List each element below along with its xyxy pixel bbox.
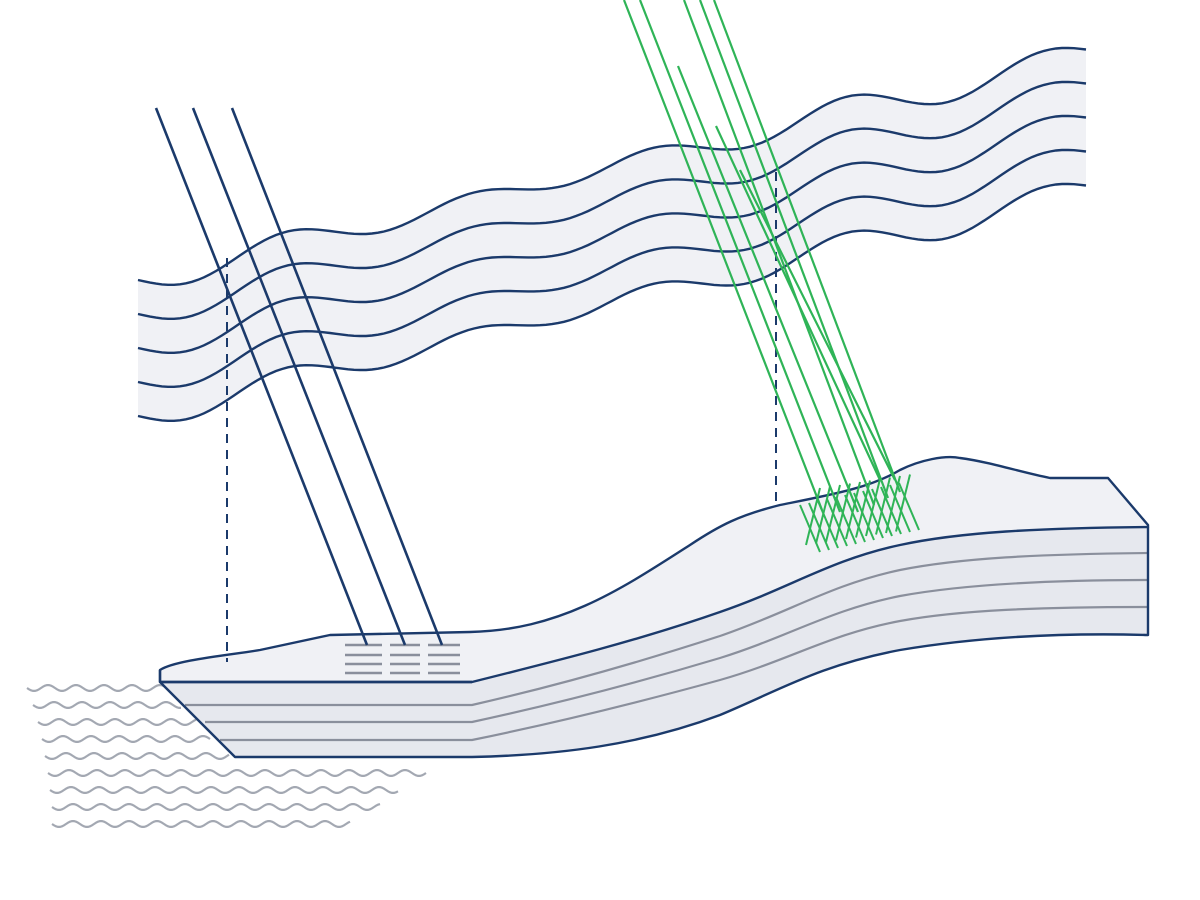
green-hatch-line bbox=[895, 474, 911, 532]
atmosphere-layer-line bbox=[137, 114, 1087, 354]
green-hatch-line bbox=[889, 484, 911, 533]
water-wave-line bbox=[49, 786, 399, 794]
atmosphere-band-fill bbox=[138, 48, 1086, 421]
atmosphere-layer-line bbox=[137, 46, 1087, 286]
green-beam bbox=[676, 65, 860, 513]
green-hatch-line bbox=[825, 484, 841, 543]
green-beam bbox=[715, 125, 881, 481]
water-surface bbox=[26, 684, 427, 828]
green-hatch-line bbox=[805, 487, 821, 546]
terrain-front-face bbox=[160, 527, 1148, 757]
water-wave-line bbox=[37, 718, 197, 726]
green-hatch-line bbox=[875, 477, 891, 535]
blue-sensor-beams bbox=[154, 107, 444, 646]
green-beam bbox=[638, 0, 842, 513]
water-wave-line bbox=[41, 735, 211, 743]
atmosphere-band bbox=[137, 46, 1087, 422]
terrain-stratum-line bbox=[220, 605, 1149, 742]
terrain-block bbox=[158, 456, 1150, 759]
green-hatch-line bbox=[844, 494, 866, 543]
green-hatch-line bbox=[817, 500, 839, 549]
dashed-drop-lines bbox=[226, 172, 777, 662]
green-hatch-line bbox=[885, 475, 901, 534]
green-beam bbox=[698, 0, 890, 499]
green-sensor-beams bbox=[622, 0, 902, 513]
green-hatch-line bbox=[855, 480, 871, 538]
blue-beam bbox=[230, 107, 444, 646]
green-hatch-line bbox=[826, 498, 848, 547]
green-beam bbox=[622, 0, 824, 511]
atmosphere-layer-lines bbox=[137, 46, 1087, 422]
green-hatch-line bbox=[808, 502, 830, 551]
green-hatch-line bbox=[845, 481, 861, 540]
green-beam bbox=[712, 0, 902, 493]
blue-beam bbox=[154, 107, 369, 646]
water-wave-line bbox=[51, 820, 351, 828]
water-wave-line bbox=[26, 684, 166, 692]
green-footprint-hatch bbox=[799, 474, 920, 553]
water-wave-line bbox=[47, 769, 427, 777]
terrain-stratum-line bbox=[185, 551, 1149, 707]
blue-beam bbox=[191, 107, 407, 646]
green-beam bbox=[682, 0, 876, 506]
atmosphere-layer-line bbox=[137, 80, 1087, 320]
water-wave-line bbox=[51, 803, 381, 811]
terrain-strata-lines bbox=[185, 551, 1149, 742]
green-hatch-line bbox=[853, 492, 875, 541]
green-hatch-line bbox=[898, 482, 920, 531]
green-hatch-line bbox=[815, 486, 831, 544]
ground-reflection-marks bbox=[345, 643, 460, 675]
green-hatch-line bbox=[835, 496, 857, 545]
terrain-stratum-line bbox=[205, 578, 1149, 724]
water-wave-line bbox=[32, 701, 181, 709]
terrain-front-outline bbox=[158, 527, 1150, 759]
green-hatch-line bbox=[865, 478, 881, 537]
green-beam bbox=[739, 169, 896, 481]
water-wave-line bbox=[44, 752, 230, 760]
green-hatch-line bbox=[835, 483, 851, 541]
atmosphere-layer-line bbox=[137, 148, 1087, 388]
